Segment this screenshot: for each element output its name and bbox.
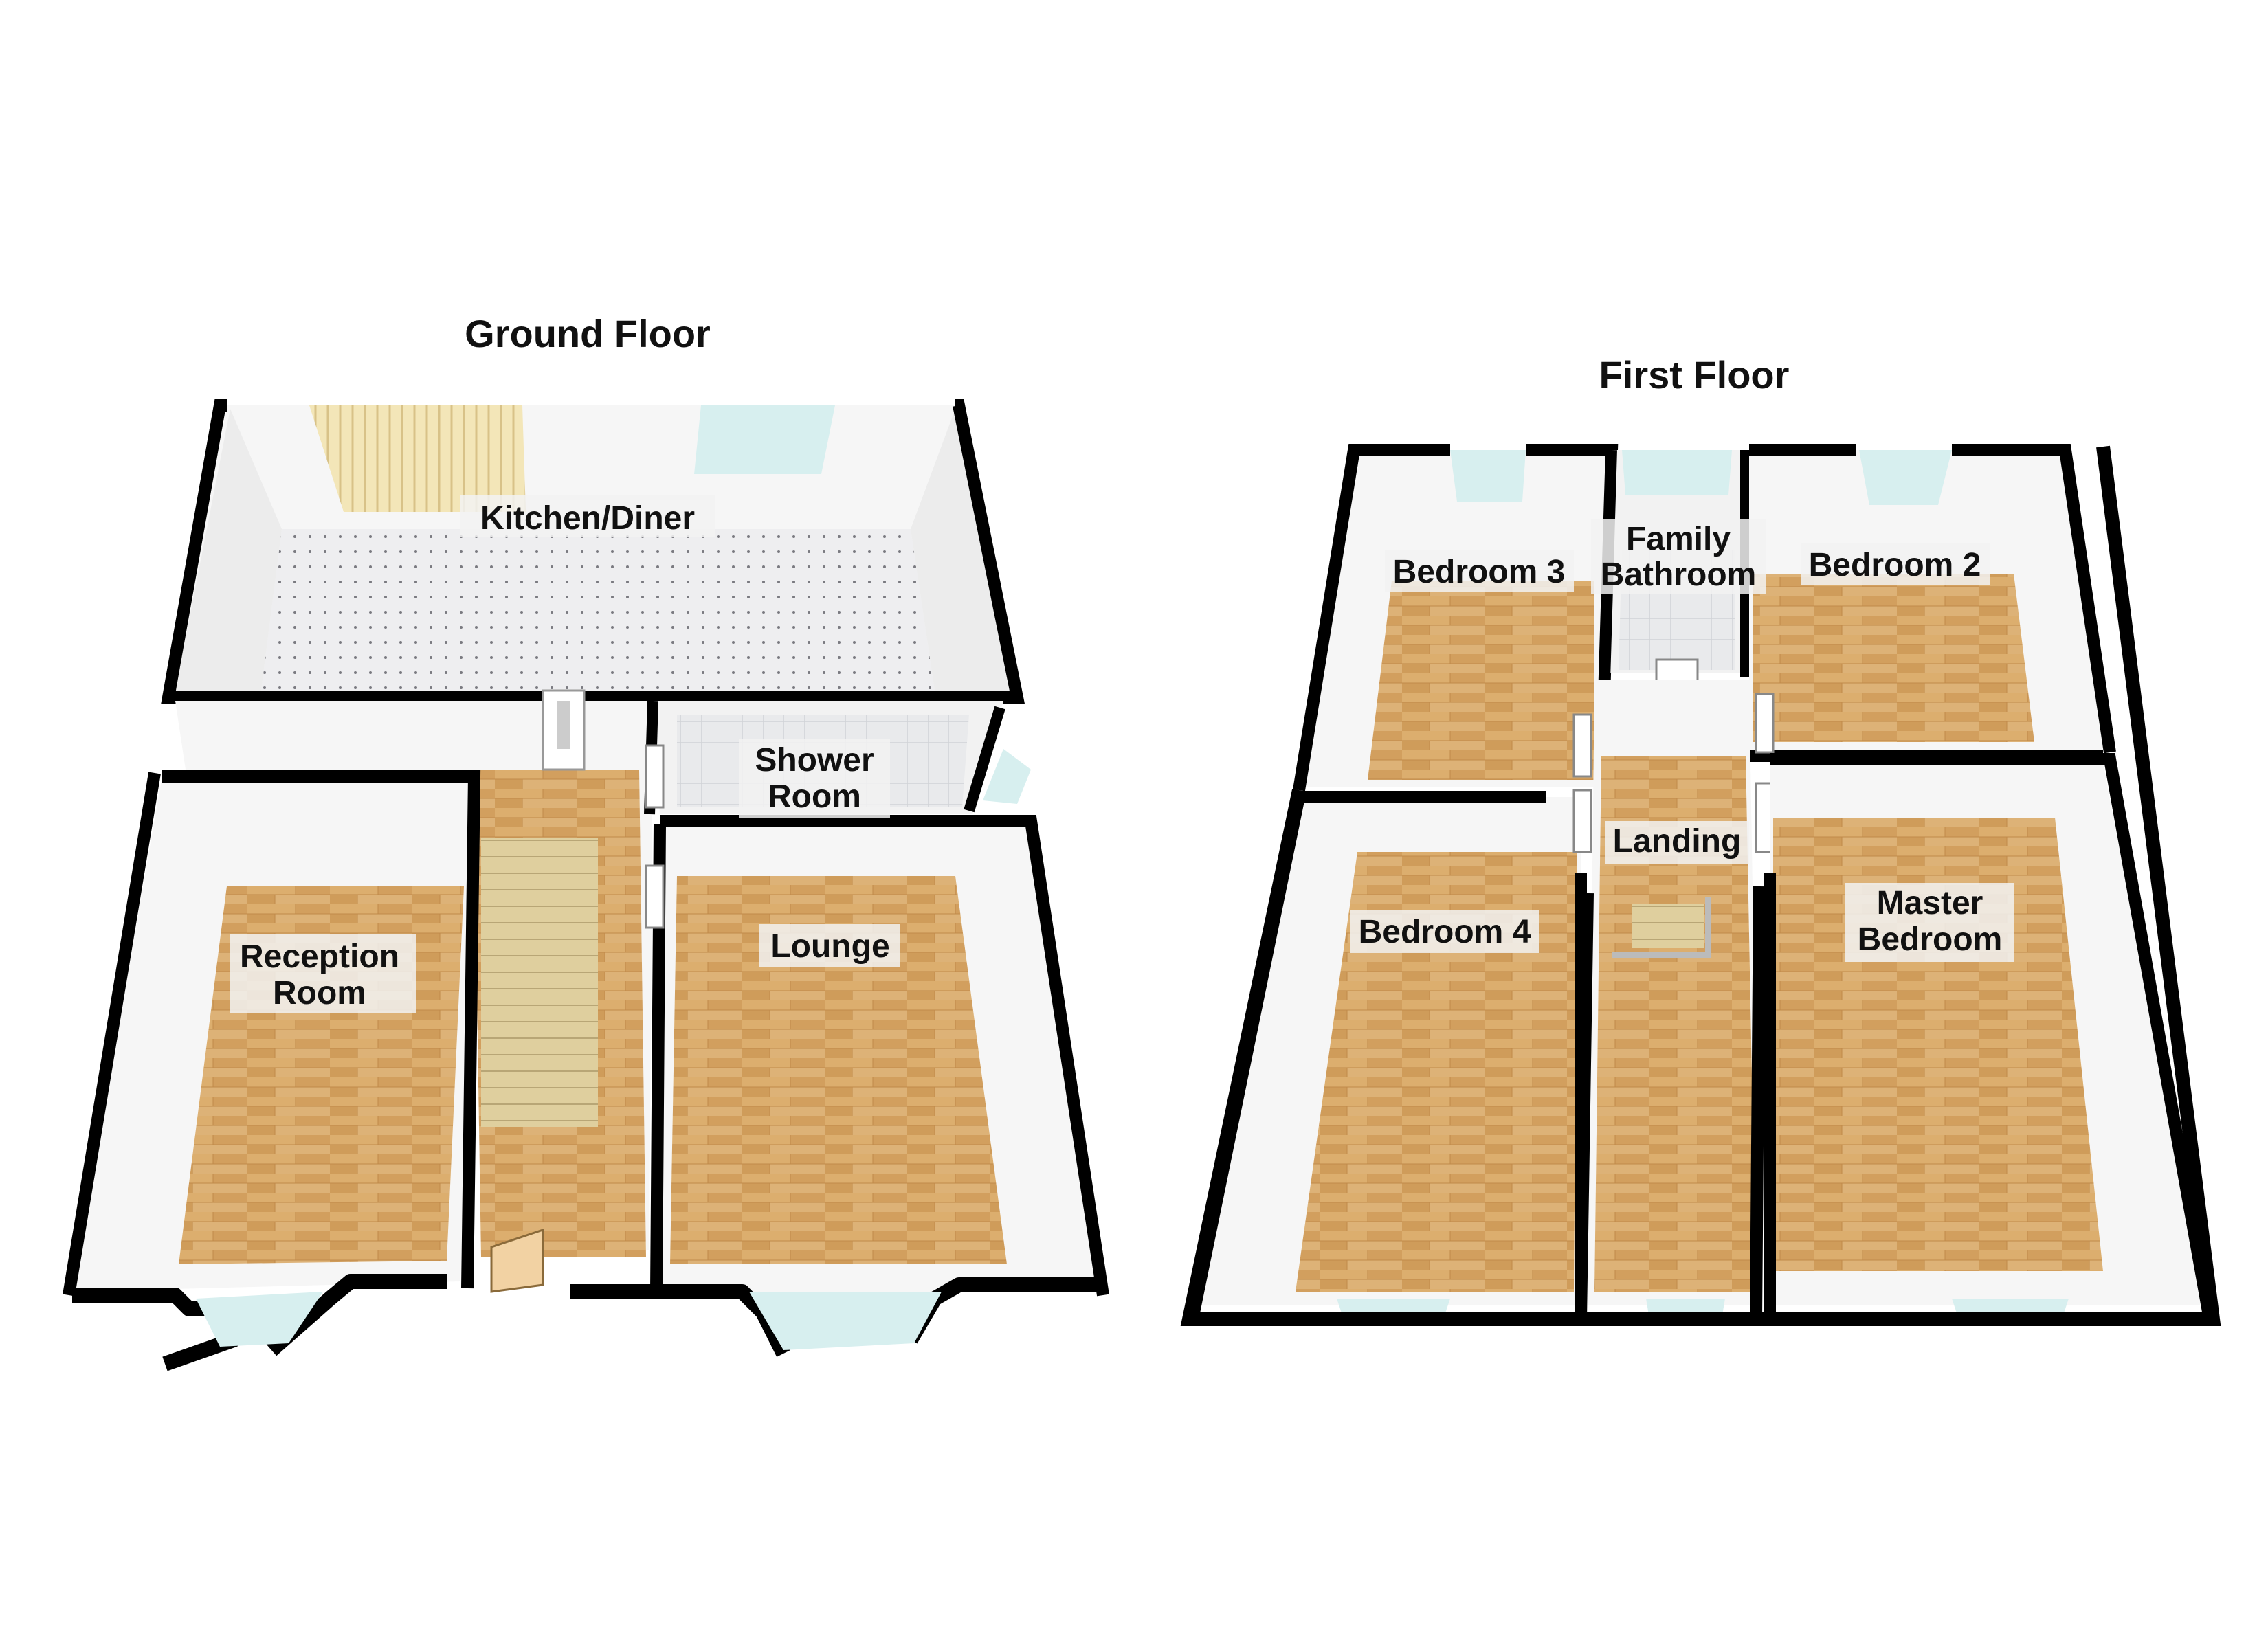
bedroom-3-label-group: Bedroom 3 xyxy=(1385,550,1574,592)
bedroom-2-label: Bedroom 2 xyxy=(1809,547,1981,583)
reception-room xyxy=(63,770,481,1371)
shower-room-label-group: Shower Room xyxy=(739,739,890,818)
bedroom-3-door xyxy=(1572,713,1592,778)
lounge-door xyxy=(645,864,665,929)
bedroom-2-label-group: Bedroom 2 xyxy=(1801,543,1990,585)
bedroom-2-door xyxy=(1755,693,1775,754)
landing-floor xyxy=(1594,756,1756,1292)
kitchen-window xyxy=(694,405,835,474)
lounge-label: Lounge xyxy=(770,928,889,965)
bathroom-window xyxy=(1622,450,1732,495)
kitchen-diner-room xyxy=(161,399,1025,704)
family-bathroom-label-line2: Bathroom xyxy=(1601,557,1757,593)
lounge-floor xyxy=(670,876,1007,1264)
bedroom-4-label-group: Bedroom 4 xyxy=(1350,910,1539,953)
bedroom-4-label: Bedroom 4 xyxy=(1359,914,1531,950)
first-floor-staircase xyxy=(1632,904,1704,948)
bedroom-3-window xyxy=(1450,450,1526,502)
reception-room-label-line2: Room xyxy=(273,975,366,1011)
bedroom-2 xyxy=(1749,444,2117,762)
reception-room-label-group: Reception Room xyxy=(230,934,416,1013)
bedroom-2-window xyxy=(1859,450,1952,505)
kitchen-blind-window xyxy=(309,405,526,512)
landing-label: Landing xyxy=(1613,823,1742,860)
shower-room-label-line1: Shower xyxy=(755,742,874,778)
first-floor-title: First Floor xyxy=(1599,353,1790,396)
shower-room-door xyxy=(645,744,665,809)
bedroom-3 xyxy=(1293,444,1619,792)
landing-label-group: Landing xyxy=(1605,821,1749,864)
family-bathroom-label-line1: Family xyxy=(1626,521,1731,557)
ground-floor xyxy=(63,399,1109,1371)
reception-bay-window xyxy=(196,1292,323,1347)
lounge-label-group: Lounge xyxy=(759,924,900,967)
landing xyxy=(1572,680,1775,1325)
master-bedroom-label-line2: Bedroom xyxy=(1858,921,2003,958)
ground-floor-staircase xyxy=(481,838,598,1127)
bedroom-3-floor xyxy=(1368,581,1594,780)
master-bedroom xyxy=(1764,753,2217,1325)
kitchen-diner-label-group: Kitchen/Diner xyxy=(460,495,715,537)
reception-room-label-line1: Reception xyxy=(240,939,399,975)
bedroom-3-label: Bedroom 3 xyxy=(1393,554,1566,590)
bedroom-4-door xyxy=(1572,789,1592,853)
bedroom-4 xyxy=(1184,791,1587,1325)
bedroom-2-floor xyxy=(1753,574,2034,742)
ground-floor-title: Ground Floor xyxy=(465,312,711,355)
lounge-bay-window xyxy=(749,1292,942,1350)
side-window xyxy=(983,749,1031,804)
kitchen-floor xyxy=(261,529,935,691)
family-bathroom-label-group: Family Bathroom xyxy=(1591,519,1766,594)
front-entrance-door xyxy=(490,1228,544,1293)
master-bedroom-label-line1: Master xyxy=(1877,885,1983,921)
shower-room-label-line2: Room xyxy=(768,778,861,815)
bedroom-4-floor xyxy=(1296,852,1577,1292)
master-bedroom-label-group: Master Bedroom xyxy=(1845,883,2014,962)
kitchen-diner-label: Kitchen/Diner xyxy=(480,500,695,537)
